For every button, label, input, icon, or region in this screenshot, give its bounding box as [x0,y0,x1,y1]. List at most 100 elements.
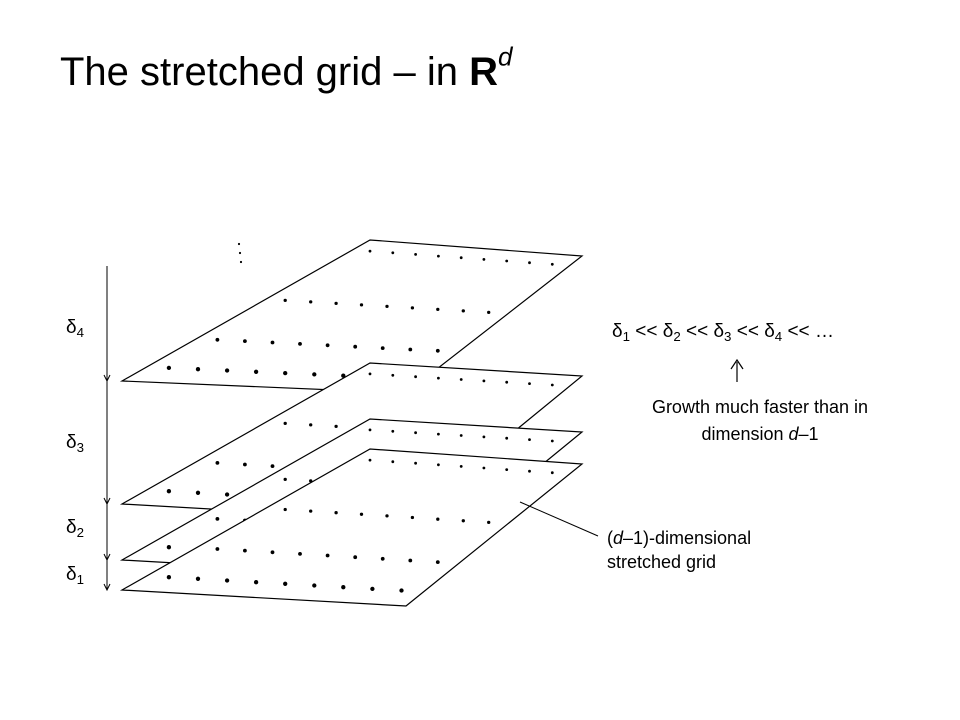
grid-layers [119,239,584,607]
grid-point [482,435,486,439]
ineq-sub-3: 3 [724,328,732,344]
delta-symbol: δ [66,564,77,585]
grid-point [359,512,364,516]
grid-point [437,432,440,436]
grid-point [283,298,287,303]
ineq-term-3: δ [713,321,725,342]
ineq-sub-2: 2 [673,328,681,344]
grid-point [380,346,385,350]
ineq-op: << [782,321,815,342]
grid-point [414,253,417,256]
grid-point [195,367,201,372]
grid-point [325,343,330,348]
ineq-term-2: δ [662,321,674,342]
grid-point [368,249,372,253]
spacing-arrows [103,266,111,592]
grid-point [368,458,372,462]
grid-point [166,489,172,494]
grid-point [215,547,220,551]
grid-point [459,434,463,437]
delta-symbol: δ [66,317,77,338]
delta-2-arrow [103,504,111,562]
grid-point [283,370,288,376]
growth-line-1: Growth much faster than in [651,397,869,417]
delta-symbol: δ [66,517,77,538]
grid-point [359,303,364,307]
delta-4-arrow [103,266,111,383]
grid-point [312,583,317,588]
grid-point [399,588,404,593]
grid-plane [119,448,584,607]
grid-point [309,509,313,513]
ellipsis-dot [237,242,241,246]
grid-point [224,368,230,373]
grid-point [370,586,375,592]
grid-layer-4 [119,239,584,394]
grid-point [459,256,463,260]
grid-point [253,369,259,374]
growth-line-2-prefix: dimension [701,424,789,444]
grid-point [528,261,531,265]
grid-point [437,463,440,467]
grid-point [461,309,465,313]
grid-point [253,580,259,585]
grid-point [334,424,338,429]
grid-point [437,254,440,258]
grid-point [505,380,509,384]
grid-point [436,307,440,312]
ineq-term-4: δ [764,321,775,342]
arrow-head [103,583,111,592]
delta-3-label: δ3 [66,432,84,455]
grid-point [391,429,395,433]
grid-point [550,471,554,475]
dim-rest: –1)-dimensional [623,528,752,548]
ineq-term-1: δ [612,321,623,342]
grid-point [195,576,201,581]
grid-point [325,553,330,558]
grid-point [410,306,415,310]
delta-symbol: δ [66,432,77,453]
grid-point [385,304,389,309]
grid-point [298,342,302,346]
grid-point [487,310,491,315]
ineq-sub-4: 4 [774,328,783,344]
ellipsis-dot [238,251,242,255]
grid-point [243,462,247,467]
delta-1-subscript: 1 [76,571,84,587]
grid-point [505,259,509,263]
delta-4-label: δ4 [66,317,84,340]
ellipsis-dot [239,260,243,264]
grid-point [461,519,465,523]
grid-plane [119,239,584,394]
grid-point [459,378,463,381]
grid-point [410,515,415,520]
grid-point [283,477,287,482]
ineq-sub-1: 1 [622,328,630,344]
grid-point [408,558,413,563]
ineq-op: << [629,321,663,342]
grid-point [482,258,486,261]
grid-point [505,468,509,471]
grid-point [243,339,247,343]
dim-var: d [613,528,624,548]
grid-point [505,436,509,440]
grid-point [334,301,338,306]
grid-point [298,552,302,556]
title-text: The stretched grid – in [60,50,470,94]
growth-line-2-var: d [788,424,799,444]
grid-point [528,382,531,385]
grid-point [243,548,247,553]
grid-point [368,372,372,376]
grid-point [215,461,220,465]
grid-point [550,439,554,443]
delta-2-subscript: 2 [76,524,84,540]
delta-3-subscript: 3 [76,439,84,455]
grid-point [414,461,417,465]
grid-point [270,464,275,468]
ineq-op: << [731,321,765,342]
grid-point [215,337,220,342]
grid-point [391,460,395,464]
